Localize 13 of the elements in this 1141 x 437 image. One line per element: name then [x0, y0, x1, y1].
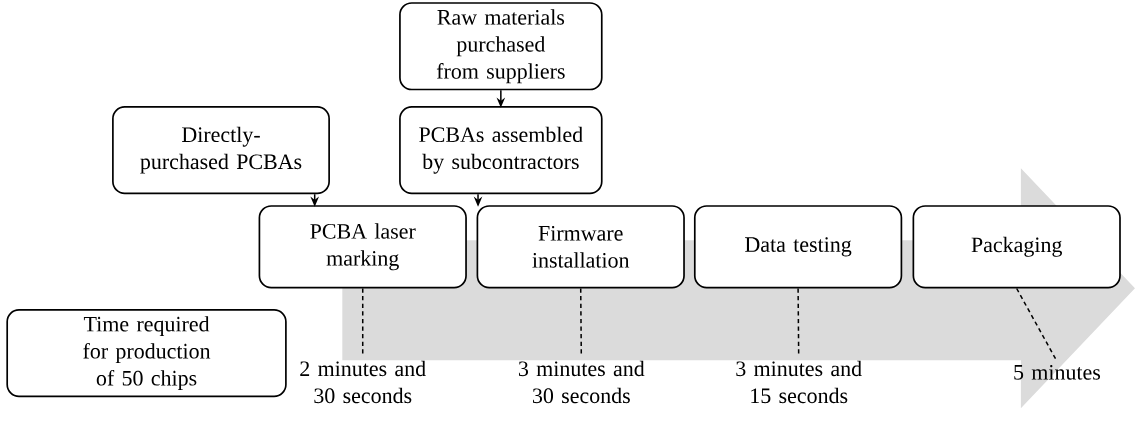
process-box: Firmware installation [476, 205, 685, 289]
duration-label: 5 minutes [1014, 364, 1101, 380]
process-box: PCBA laser marking [258, 205, 467, 289]
note-box: Time required for production of 50 chips [6, 308, 287, 398]
process-box: PCBAs assembled by subcontractors [399, 105, 603, 195]
process-box: Raw materials purchased from suppliers [399, 2, 603, 91]
process-box: Directly-purchased PCBAs [112, 105, 330, 195]
process-box: Packaging [912, 205, 1121, 289]
duration-label: 3 minutes and 30 seconds [518, 360, 645, 404]
duration-label: 3 minutes and 15 seconds [736, 360, 862, 404]
leader-line [1015, 287, 1058, 362]
duration-label: 2 minutes and 30 seconds [300, 360, 426, 404]
process-box: Data testing [693, 205, 903, 289]
